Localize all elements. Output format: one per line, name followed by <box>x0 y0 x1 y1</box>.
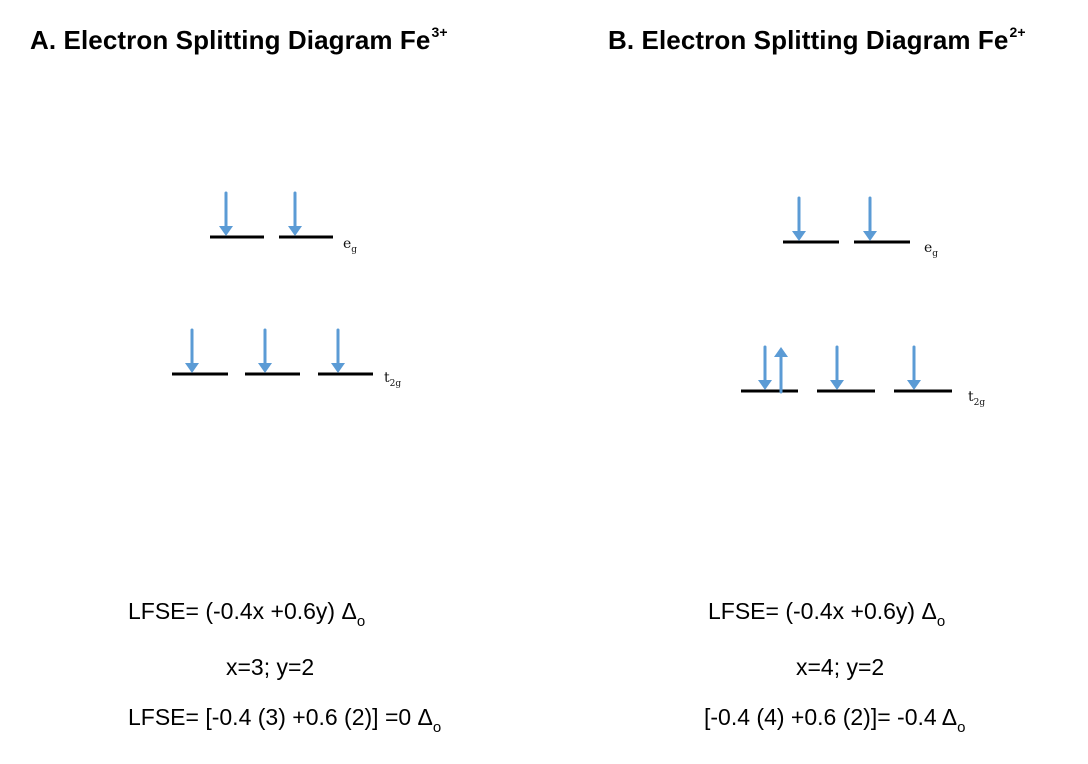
panel-a-title-charge: 3+ <box>431 24 448 40</box>
panel-a: A. Electron Splitting Diagram Fe3+ eg t2g… <box>30 24 448 736</box>
panel-b-equation-2: x=4; y=2 <box>796 654 885 680</box>
panel-a-eg-electron-down-arrow-icon <box>219 191 233 236</box>
panel-b-equation-3: [-0.4 (4) +0.6 (2)]= -0.4 Δo <box>704 704 966 736</box>
panel-a-equation-3: LFSE= [-0.4 (3) +0.6 (2)] =0 Δo <box>128 704 442 736</box>
panel-b-equation-1: LFSE= (-0.4x +0.6y) Δo <box>708 598 946 630</box>
panel-a-eg-electron-down-arrow-icon <box>288 191 302 236</box>
panel-a-equation-1: LFSE= (-0.4x +0.6y) Δo <box>128 598 366 630</box>
panel-b: B. Electron Splitting Diagram Fe2+ eg t2g… <box>544 0 1088 764</box>
panel-b-title-text: B. Electron Splitting Diagram Fe <box>608 25 1009 55</box>
panel-b-t2g-electron-down-arrow-icon <box>758 345 772 390</box>
panel-b-title-charge: 2+ <box>1009 24 1026 40</box>
panel-b-eg-label: eg <box>924 240 938 259</box>
panel-a-t2g-electron-down-arrow-icon <box>258 328 272 373</box>
panel-a-t2g-electron-down-arrow-icon <box>331 328 345 373</box>
panel-a-eg-label: eg <box>343 236 357 255</box>
panel-a-equation-2: x=3; y=2 <box>226 654 315 680</box>
panel-a-t2g-label: t2g <box>384 370 401 389</box>
panel-b-t2g-label: t2g <box>968 389 985 408</box>
panel-b-t2g-electron-up-arrow-icon <box>774 347 788 394</box>
panel-b-t2g-electron-down-arrow-icon <box>830 345 844 390</box>
panel-b-splitting-diagram: eg t2g <box>741 196 985 408</box>
panel-b-title: B. Electron Splitting Diagram Fe2+ <box>608 24 1026 56</box>
panel-a-title: A. Electron Splitting Diagram Fe3+ <box>30 24 448 56</box>
panel-b-eg-electron-down-arrow-icon <box>863 196 877 241</box>
panel-a-t2g-electron-down-arrow-icon <box>185 328 199 373</box>
panel-b-eg-electron-down-arrow-icon <box>792 196 806 241</box>
panel-a-title-text: A. Electron Splitting Diagram Fe <box>30 25 431 55</box>
panel-b-t2g-electron-down-arrow-icon <box>907 345 921 390</box>
panel-a-splitting-diagram: eg t2g <box>172 191 401 389</box>
